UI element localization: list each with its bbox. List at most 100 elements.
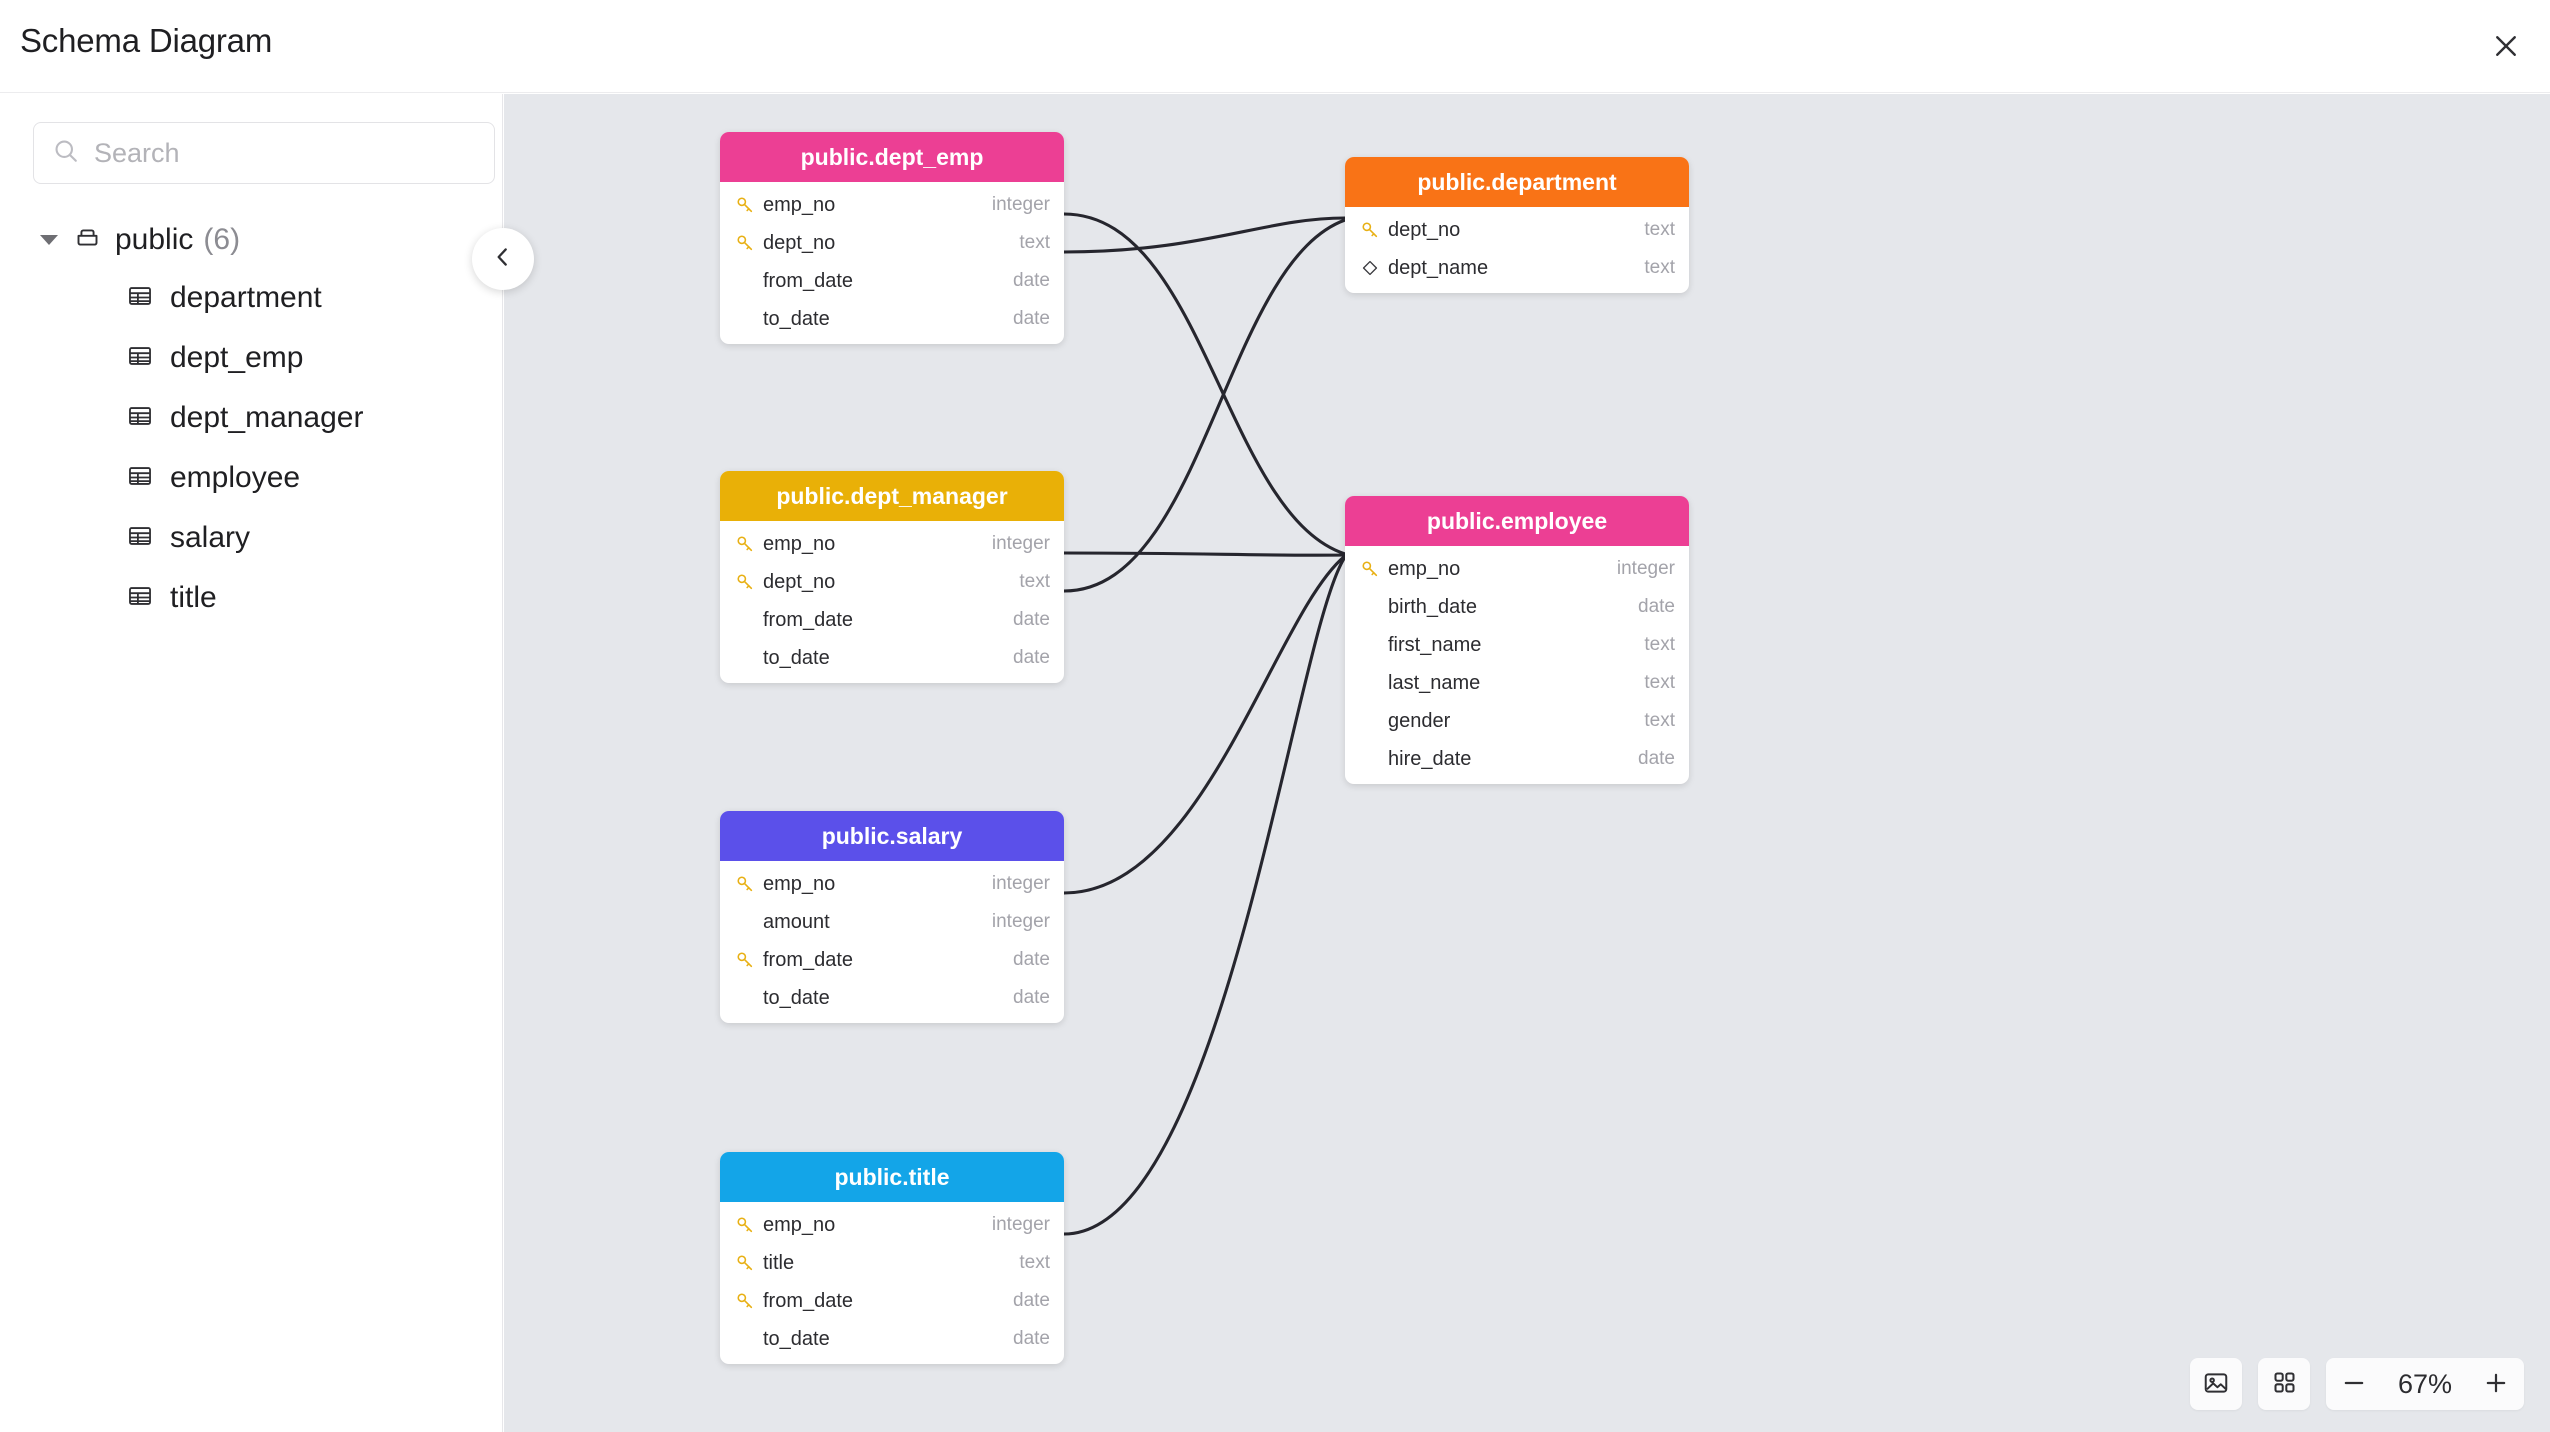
table-icon <box>126 282 154 315</box>
search-field-wrapper[interactable] <box>33 122 495 184</box>
table-node-header[interactable]: public.salary <box>720 811 1064 861</box>
page-title: Schema Diagram <box>20 22 273 59</box>
key-icon <box>733 534 757 554</box>
field-name: dept_name <box>1388 256 1489 279</box>
key-icon <box>733 1291 757 1311</box>
field-name: emp_no <box>763 872 836 895</box>
field-type: date <box>1013 987 1050 1008</box>
key-icon <box>733 950 757 970</box>
sidebar-item-title[interactable]: title <box>0 568 502 628</box>
table-node-header[interactable]: public.dept_manager <box>720 471 1064 521</box>
sidebar-item-label: title <box>170 581 217 614</box>
table-icon <box>126 462 154 495</box>
field-name: emp_no <box>1388 557 1461 580</box>
field-type: text <box>1019 571 1050 592</box>
key-icon <box>1358 559 1382 579</box>
field-name: first_name <box>1388 633 1482 656</box>
table-node-header[interactable]: public.dept_emp <box>720 132 1064 182</box>
field-type: text <box>1644 257 1675 278</box>
sidebar-item-salary[interactable]: salary <box>0 508 502 568</box>
field-type: text <box>1644 672 1675 693</box>
table-field-row[interactable]: title text <box>720 1244 1064 1282</box>
table-field-row[interactable]: gender text <box>1345 702 1689 740</box>
auto-layout-button[interactable] <box>2258 1358 2310 1410</box>
zoom-level-label[interactable]: 67% <box>2397 1368 2453 1399</box>
field-name: gender <box>1388 709 1451 732</box>
field-type: text <box>1644 710 1675 731</box>
key-icon <box>733 1253 757 1273</box>
field-type: date <box>1013 308 1050 329</box>
key-icon <box>733 572 757 592</box>
sidebar-collapse-button[interactable] <box>472 228 534 290</box>
relationship-edges <box>504 94 1347 1432</box>
table-field-row[interactable]: from_date date <box>720 1282 1064 1320</box>
export-image-button[interactable] <box>2190 1358 2242 1410</box>
field-name: title <box>763 1251 795 1274</box>
field-name: to_date <box>763 646 830 669</box>
field-name: amount <box>763 910 830 933</box>
sidebar-item-employee[interactable]: employee <box>0 448 502 508</box>
zoom-in-button[interactable] <box>2468 1358 2524 1410</box>
field-type: date <box>1013 647 1050 668</box>
field-type: integer <box>1616 558 1675 579</box>
table-field-row[interactable]: last_name text <box>1345 664 1689 702</box>
table-node-header[interactable]: public.title <box>720 1152 1064 1202</box>
field-type: text <box>1019 1252 1050 1273</box>
table-node-header[interactable]: public.employee <box>1345 496 1689 546</box>
field-name: from_date <box>763 1289 854 1312</box>
table-field-row[interactable]: dept_name text <box>1345 249 1689 287</box>
table-field-row[interactable]: first_name text <box>1345 626 1689 664</box>
key-icon <box>733 195 757 215</box>
sidebar-item-dept_manager[interactable]: dept_manager <box>0 388 502 448</box>
zoom-out-button[interactable] <box>2326 1358 2382 1410</box>
table-field-row[interactable]: to_date date <box>720 639 1064 677</box>
sidebar-item-dept_emp[interactable]: dept_emp <box>0 328 502 388</box>
sidebar-item-department[interactable]: department <box>0 268 502 328</box>
minus-icon <box>2340 1369 2368 1400</box>
field-type: date <box>1013 1290 1050 1311</box>
close-button[interactable] <box>2480 20 2532 72</box>
field-type: text <box>1644 634 1675 655</box>
table-field-row[interactable]: emp_no integer <box>1345 550 1689 588</box>
field-name: last_name <box>1388 671 1481 694</box>
schema-label: public <box>115 223 194 256</box>
key-icon <box>733 1215 757 1235</box>
search-icon <box>52 137 80 170</box>
table-node-header[interactable]: public.department <box>1345 157 1689 207</box>
table-icon <box>126 342 154 375</box>
sidebar-item-label: department <box>170 281 322 314</box>
field-type: integer <box>991 533 1050 554</box>
chevron-down-icon[interactable] <box>40 235 58 245</box>
sidebar-item-label: dept_emp <box>170 341 304 374</box>
field-name: from_date <box>763 948 854 971</box>
tree-node-schema-public[interactable]: public (6) <box>0 212 502 268</box>
search-input[interactable] <box>94 137 476 169</box>
